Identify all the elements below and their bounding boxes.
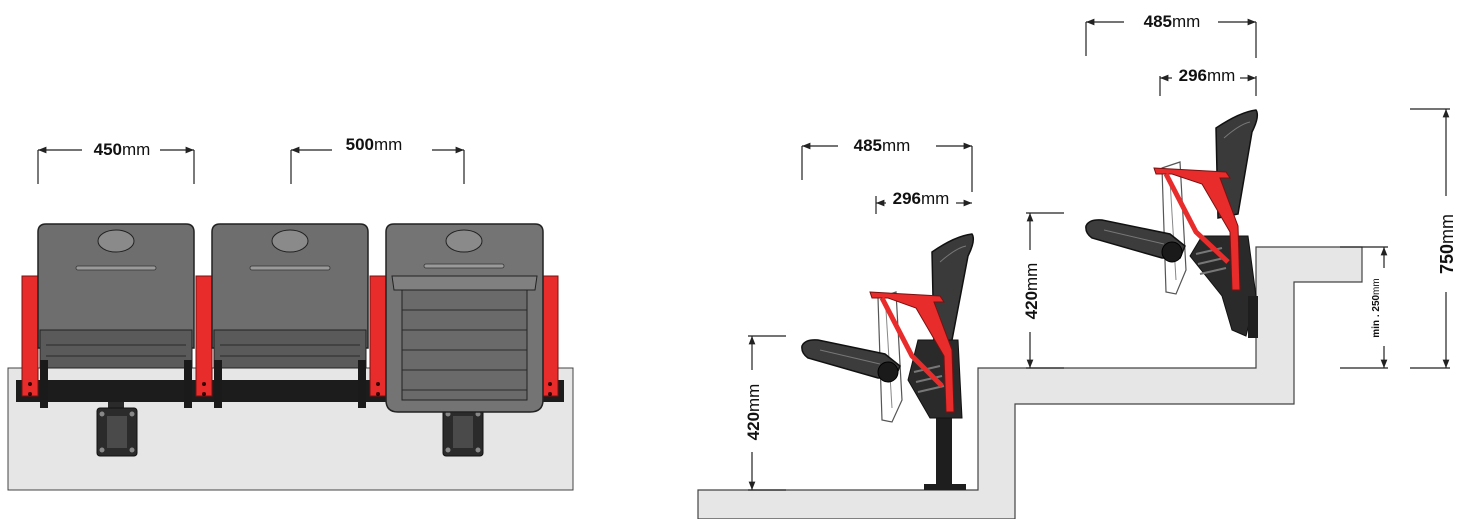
unit-label: mm (1371, 278, 1382, 295)
dim-overall-height: 750mm (1410, 108, 1457, 369)
side-seat-high (1085, 109, 1259, 338)
svg-text:min . 250mm: min . 250mm (1371, 278, 1382, 337)
dim-high-seat-depth: 296mm (1159, 66, 1257, 96)
side-seat-low (801, 233, 975, 490)
unit-label: mm (882, 136, 910, 155)
dim-label-296-low: 296 (893, 189, 921, 208)
unit-label: mm (1022, 263, 1041, 291)
dim-label-450: 450 (94, 140, 122, 159)
dim-label-485-high: 485 (1144, 12, 1172, 31)
dim-label-500: 500 (346, 135, 374, 154)
unit-label: mm (921, 189, 949, 208)
svg-text:485mm: 485mm (854, 136, 911, 155)
dim-label-420-high: 420 (1022, 291, 1041, 319)
seat-1 (37, 223, 195, 408)
svg-text:750mm: 750mm (1437, 214, 1457, 274)
unit-label: mm (744, 384, 763, 412)
svg-text:420mm: 420mm (1022, 263, 1041, 320)
dim-high-overall-depth: 485mm (1085, 12, 1257, 58)
dim-low-seat-depth: 296mm (875, 189, 972, 214)
dim-label-296-high: 296 (1179, 66, 1207, 85)
dim-label-420-low: 420 (744, 412, 763, 440)
svg-text:485mm: 485mm (1144, 12, 1201, 31)
dim-label-min-250: min . 250 (1371, 295, 1382, 338)
dim-low-overall-depth: 485mm (801, 136, 973, 192)
unit-label: mm (374, 135, 402, 154)
svg-text:296mm: 296mm (893, 189, 950, 208)
side-view: 485mm 296mm 420mm (697, 12, 1457, 519)
dim-low-seat-height: 420mm (744, 335, 786, 491)
dim-label-750: 750 (1437, 244, 1457, 274)
unit-label: mm (1172, 12, 1200, 31)
dim-label-485-low: 485 (854, 136, 882, 155)
dim-high-seat-height: 420mm (1022, 212, 1064, 369)
front-view: 450mm 500mm (7, 135, 574, 491)
svg-text:450mm: 450mm (94, 140, 151, 159)
dim-min-riser: min . 250mm (1340, 246, 1388, 369)
dim-seat-width-a: 450mm (37, 140, 195, 184)
unit-label: mm (1437, 214, 1457, 244)
unit-label: mm (1207, 66, 1235, 85)
seat-2 (211, 223, 369, 408)
svg-text:296mm: 296mm (1179, 66, 1236, 85)
svg-text:420mm: 420mm (744, 384, 763, 441)
unit-label: mm (122, 140, 150, 159)
svg-text:500mm: 500mm (346, 135, 403, 154)
seat-3-tipped (385, 223, 544, 413)
dim-seat-width-b: 500mm (290, 135, 465, 184)
